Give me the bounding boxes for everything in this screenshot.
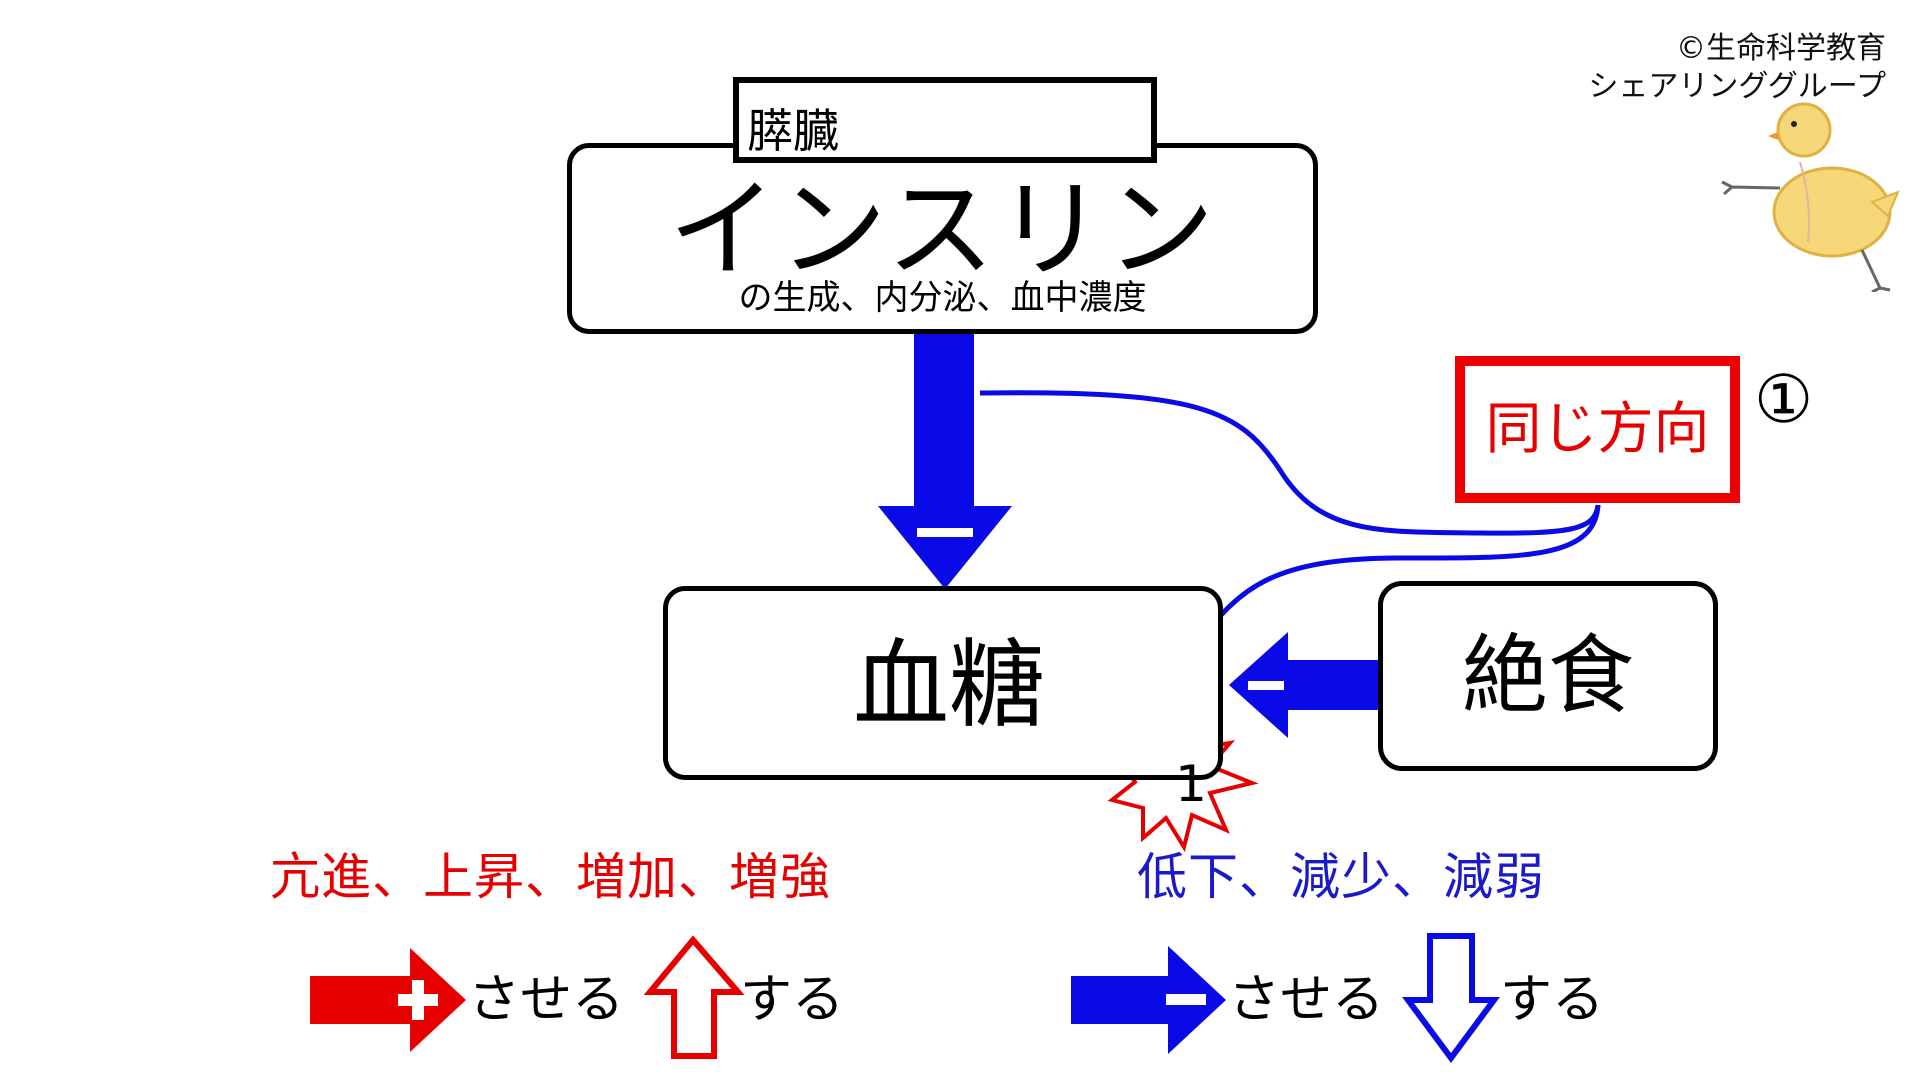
red-right-arrow-plus xyxy=(310,948,466,1052)
copyright-line-1: ©生命科学教育 xyxy=(1676,31,1886,66)
fasting-label: 絶食 xyxy=(1462,626,1634,726)
insulin-title: インスリン xyxy=(668,168,1217,293)
organ-label: 膵臓 xyxy=(747,104,839,158)
hollow-up-arrow-icon xyxy=(643,935,745,1059)
red-verb-label: する xyxy=(740,970,845,1030)
callout-number: ① xyxy=(1754,361,1814,438)
minus-sign-icon xyxy=(917,528,973,537)
blue-verb-label: する xyxy=(1500,970,1605,1030)
blood-glucose-label: 血糖 xyxy=(853,629,1045,741)
minus-sign-icon xyxy=(1248,681,1284,690)
copyright-line-2: シェアリンググループ xyxy=(1588,69,1886,104)
insulin-to-glucose-arrow xyxy=(878,334,1012,589)
hollow-down-arrow-icon xyxy=(1402,933,1500,1064)
same-direction-callout: 同じ方向 xyxy=(1455,356,1740,503)
connector-line-upper xyxy=(979,390,1601,536)
increase-terms: 亢進、上昇、増加、増強 xyxy=(270,848,831,906)
insulin-box: インスリン の生成、内分泌、血中濃度 xyxy=(567,143,1318,334)
blood-glucose-box: 血糖 xyxy=(663,586,1223,780)
fasting-box: 絶食 xyxy=(1378,581,1718,771)
blue-right-arrow-minus xyxy=(1071,946,1226,1054)
fasting-to-glucose-arrow xyxy=(1229,632,1380,738)
organ-label-box: 膵臓 xyxy=(733,77,1157,163)
blue-causative-label: させる xyxy=(1228,970,1385,1030)
chick-drawing-icon xyxy=(1721,102,1900,292)
copyright-notice: ©生命科学教育 シェアリンググループ xyxy=(1588,30,1886,106)
insulin-subtitle: の生成、内分泌、血中濃度 xyxy=(738,278,1147,318)
red-causative-label: させる xyxy=(468,970,625,1030)
decrease-terms: 低下、減少、減弱 xyxy=(1137,848,1545,906)
star-number: 1 xyxy=(1175,755,1207,813)
minus-sign-icon xyxy=(1166,994,1206,1005)
